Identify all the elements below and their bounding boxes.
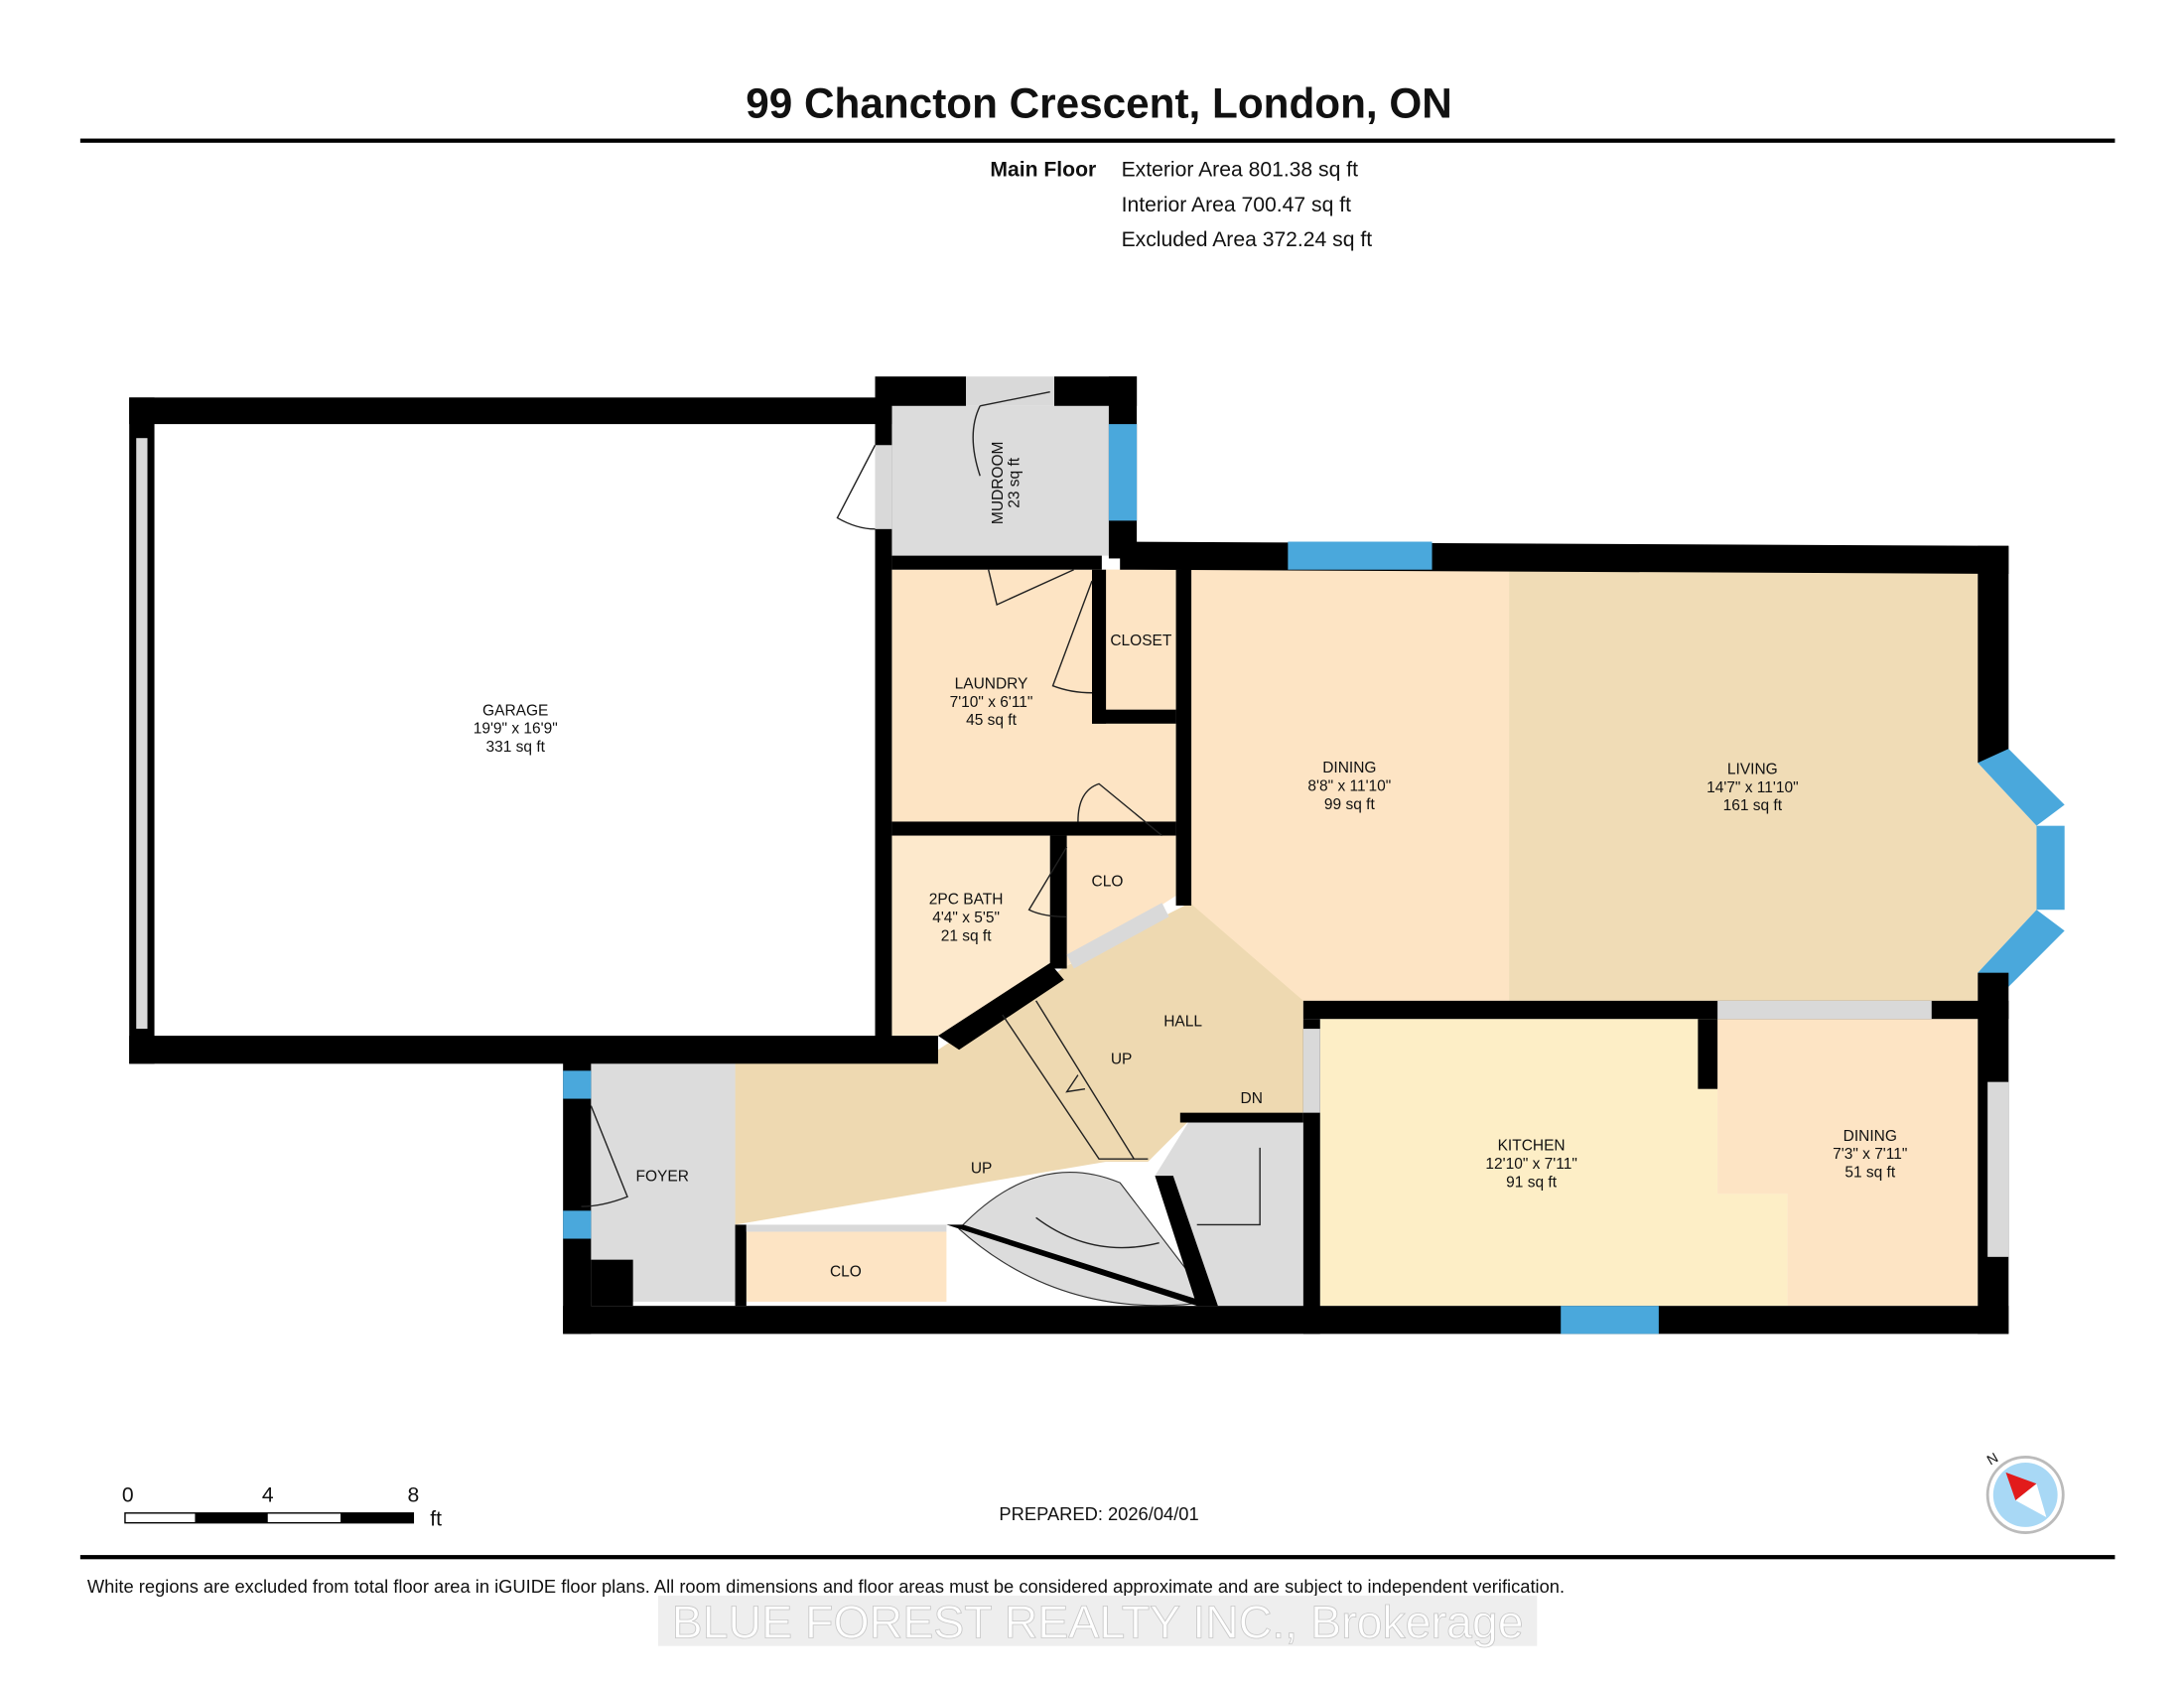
bay-window-lower [1978,910,2065,987]
floor-label: Main Floor [990,159,1096,182]
exterior-area: Exterior Area 801.38 sq ft [1122,159,1359,182]
svg-text:2PC BATH: 2PC BATH [929,892,1004,909]
svg-text:LAUNDRY: LAUNDRY [955,676,1028,693]
mudroom-window [1108,424,1138,521]
svg-text:DINING: DINING [1843,1128,1897,1145]
svg-text:91 sq ft: 91 sq ft [1506,1174,1558,1191]
svg-text:DINING: DINING [1322,760,1376,776]
svg-text:19'9" x 16'9": 19'9" x 16'9" [474,721,558,738]
svg-text:LIVING: LIVING [1727,762,1778,778]
room-label-mudroom: MUDROOM 23 sq ft [990,442,1024,525]
svg-text:8'8" x 11'10": 8'8" x 11'10" [1307,777,1391,794]
svg-text:4'4" x 5'5": 4'4" x 5'5" [932,910,1000,926]
room-label-dining-2: DINING 7'3" x 7'11" 51 sq ft [1833,1128,1907,1182]
room-label-dining: DINING 8'8" x 11'10" 99 sq ft [1307,760,1391,813]
svg-text:4: 4 [262,1484,274,1507]
svg-text:8: 8 [407,1484,419,1507]
garage-floor [154,424,876,1037]
clo2-floor [746,1231,947,1302]
room-fills [154,405,2037,1307]
compass-icon: N [1983,1450,2065,1534]
walls [129,376,2065,1335]
interior-area: Interior Area 700.47 sq ft [1122,194,1351,216]
foyer-window-top [563,1070,592,1099]
scale-bar: 0 4 8 ft [122,1484,442,1531]
disclaimer: White regions are excluded from total fl… [87,1576,1565,1597]
svg-text:7'10" x 6'11": 7'10" x 6'11" [950,694,1033,711]
svg-text:45 sq ft: 45 sq ft [966,712,1018,729]
svg-text:99 sq ft: 99 sq ft [1324,796,1376,813]
dining2-floor [1717,1019,1979,1307]
watermark: BLUE FOREST REALTY INC., Brokerage [672,1596,1524,1647]
living-floor [1509,569,2037,1001]
room-label-clo: CLO [1092,873,1124,890]
room-label-kitchen: KITCHEN 12'10" x 7'11" 91 sq ft [1485,1138,1576,1192]
svg-text:N: N [1983,1450,2000,1469]
svg-text:51 sq ft: 51 sq ft [1844,1164,1896,1181]
svg-text:331 sq ft: 331 sq ft [486,739,546,756]
clo-floor [1066,835,1176,966]
stairs-up-label: UP [1111,1051,1133,1067]
header-rule [79,138,2116,143]
svg-text:GARAGE: GARAGE [482,702,548,719]
kitchen-floor [1319,1019,1788,1307]
room-label-garage: GARAGE 19'9" x 16'9" 331 sq ft [474,702,558,756]
room-label-bath: 2PC BATH 4'4" x 5'5" 21 sq ft [929,892,1004,945]
room-label-laundry: LAUNDRY 7'10" x 6'11" 45 sq ft [950,676,1033,730]
room-label-living: LIVING 14'7" x 11'10" 161 sq ft [1706,762,1798,815]
garage-door [136,438,148,1030]
door-swings [581,391,1261,1249]
mudroom-floor [891,405,1116,556]
stairs-down-label: DN [1241,1090,1263,1107]
page-title: 99 Chancton Crescent, London, ON [746,79,1452,126]
svg-text:12'10" x 7'11": 12'10" x 7'11" [1485,1156,1576,1173]
dining-floor [1191,569,1510,1001]
dining-window [1288,541,1433,570]
svg-text:0: 0 [122,1484,134,1507]
hall-floor [735,903,1303,1225]
room-label-foyer: FOYER [636,1169,689,1186]
kitchen-window [1561,1306,1659,1335]
prepared-date: PREPARED: 2026/04/01 [999,1503,1198,1524]
footer-rule [79,1555,2116,1560]
excluded-area: Excluded Area 372.24 sq ft [1122,228,1373,251]
stairs-up-label-2: UP [971,1160,993,1177]
svg-text:7'3" x 7'11": 7'3" x 7'11" [1833,1146,1907,1163]
svg-text:ft: ft [430,1507,442,1530]
svg-text:14'7" x 11'10": 14'7" x 11'10" [1706,779,1798,796]
svg-text:21 sq ft: 21 sq ft [941,927,993,944]
svg-text:MUDROOM: MUDROOM [990,442,1007,525]
room-label-hall: HALL [1163,1013,1202,1030]
foyer-window-bottom [563,1210,592,1239]
bay-window-upper [1978,749,2065,826]
watermark-bg [658,1595,1538,1646]
closet-floor [1106,569,1176,710]
svg-text:23 sq ft: 23 sq ft [1007,457,1024,508]
bay-window-center [2036,825,2065,911]
svg-text:KITCHEN: KITCHEN [1498,1138,1566,1155]
room-label-closet: CLOSET [1110,633,1172,649]
svg-text:161 sq ft: 161 sq ft [1723,797,1783,814]
room-label-clo-2: CLO [830,1264,862,1281]
stairs-down [1155,1119,1303,1307]
